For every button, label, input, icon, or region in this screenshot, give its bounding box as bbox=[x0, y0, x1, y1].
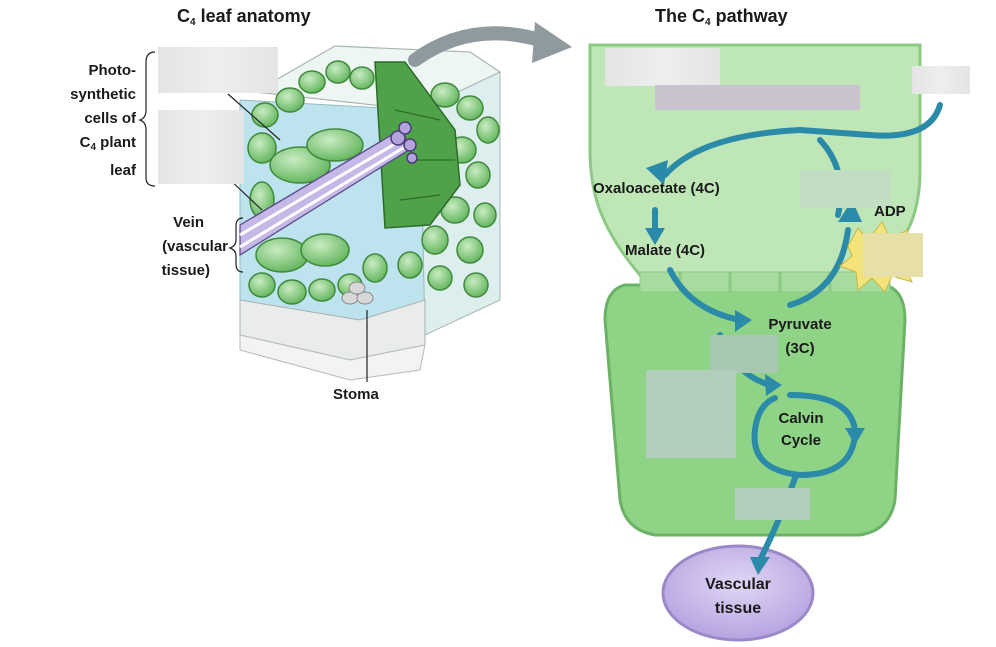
vein-tubes bbox=[239, 121, 418, 257]
left-title-suffix: leaf anatomy bbox=[195, 6, 311, 26]
label-photo-line2: synthetic bbox=[70, 86, 136, 103]
stoma bbox=[341, 281, 374, 305]
pathway-arrowheads bbox=[645, 160, 865, 575]
bundle-sheath bbox=[374, 61, 461, 229]
right-title-subscript: 4 bbox=[705, 17, 711, 28]
label-malate: Malate (4C) bbox=[625, 242, 706, 259]
right-title-suffix: pathway bbox=[710, 6, 788, 26]
left-title-prefix: C bbox=[177, 6, 190, 26]
label-vein-line2: (vascular bbox=[162, 238, 228, 255]
right-title: The C4 pathway bbox=[655, 6, 788, 28]
vascular-tissue-shape bbox=[661, 544, 815, 642]
label-vein-line3: tissue) bbox=[161, 262, 210, 279]
label-vascular-line1: Vascular bbox=[705, 576, 771, 593]
label-photo-line5: leaf bbox=[110, 162, 136, 179]
label-pyruvate-line2: (3C) bbox=[785, 340, 815, 357]
left-title-subscript: 4 bbox=[190, 17, 196, 28]
label-adp: ADP bbox=[874, 203, 906, 220]
label-oxaloacetate: Oxaloacetate (4C) bbox=[593, 180, 720, 197]
label-calvin-line1: Calvin bbox=[778, 410, 824, 427]
label-photo-line4-prefix: C bbox=[79, 134, 91, 151]
label-photo-line4-subscript: 4 bbox=[90, 142, 96, 153]
left-title: C4 leaf anatomy bbox=[177, 6, 311, 28]
pointer-lines bbox=[138, 51, 368, 382]
label-photo-line1: Photo- bbox=[88, 62, 136, 79]
label-vascular-line2: tissue bbox=[714, 600, 762, 617]
blank-label-boxes bbox=[158, 47, 970, 520]
label-vein-line1: Vein bbox=[173, 214, 204, 231]
label-photo-line4-suffix: plant bbox=[96, 134, 136, 151]
connector-arrow bbox=[408, 22, 572, 67]
label-photo-line4: C4 plant bbox=[79, 134, 136, 153]
label-photo-line3: cells of bbox=[84, 110, 136, 127]
label-stoma: Stoma bbox=[333, 386, 379, 403]
label-pyruvate-line1: Pyruvate bbox=[768, 316, 832, 333]
right-title-prefix: The C bbox=[655, 6, 706, 26]
label-calvin-line2: Cycle bbox=[780, 432, 822, 449]
